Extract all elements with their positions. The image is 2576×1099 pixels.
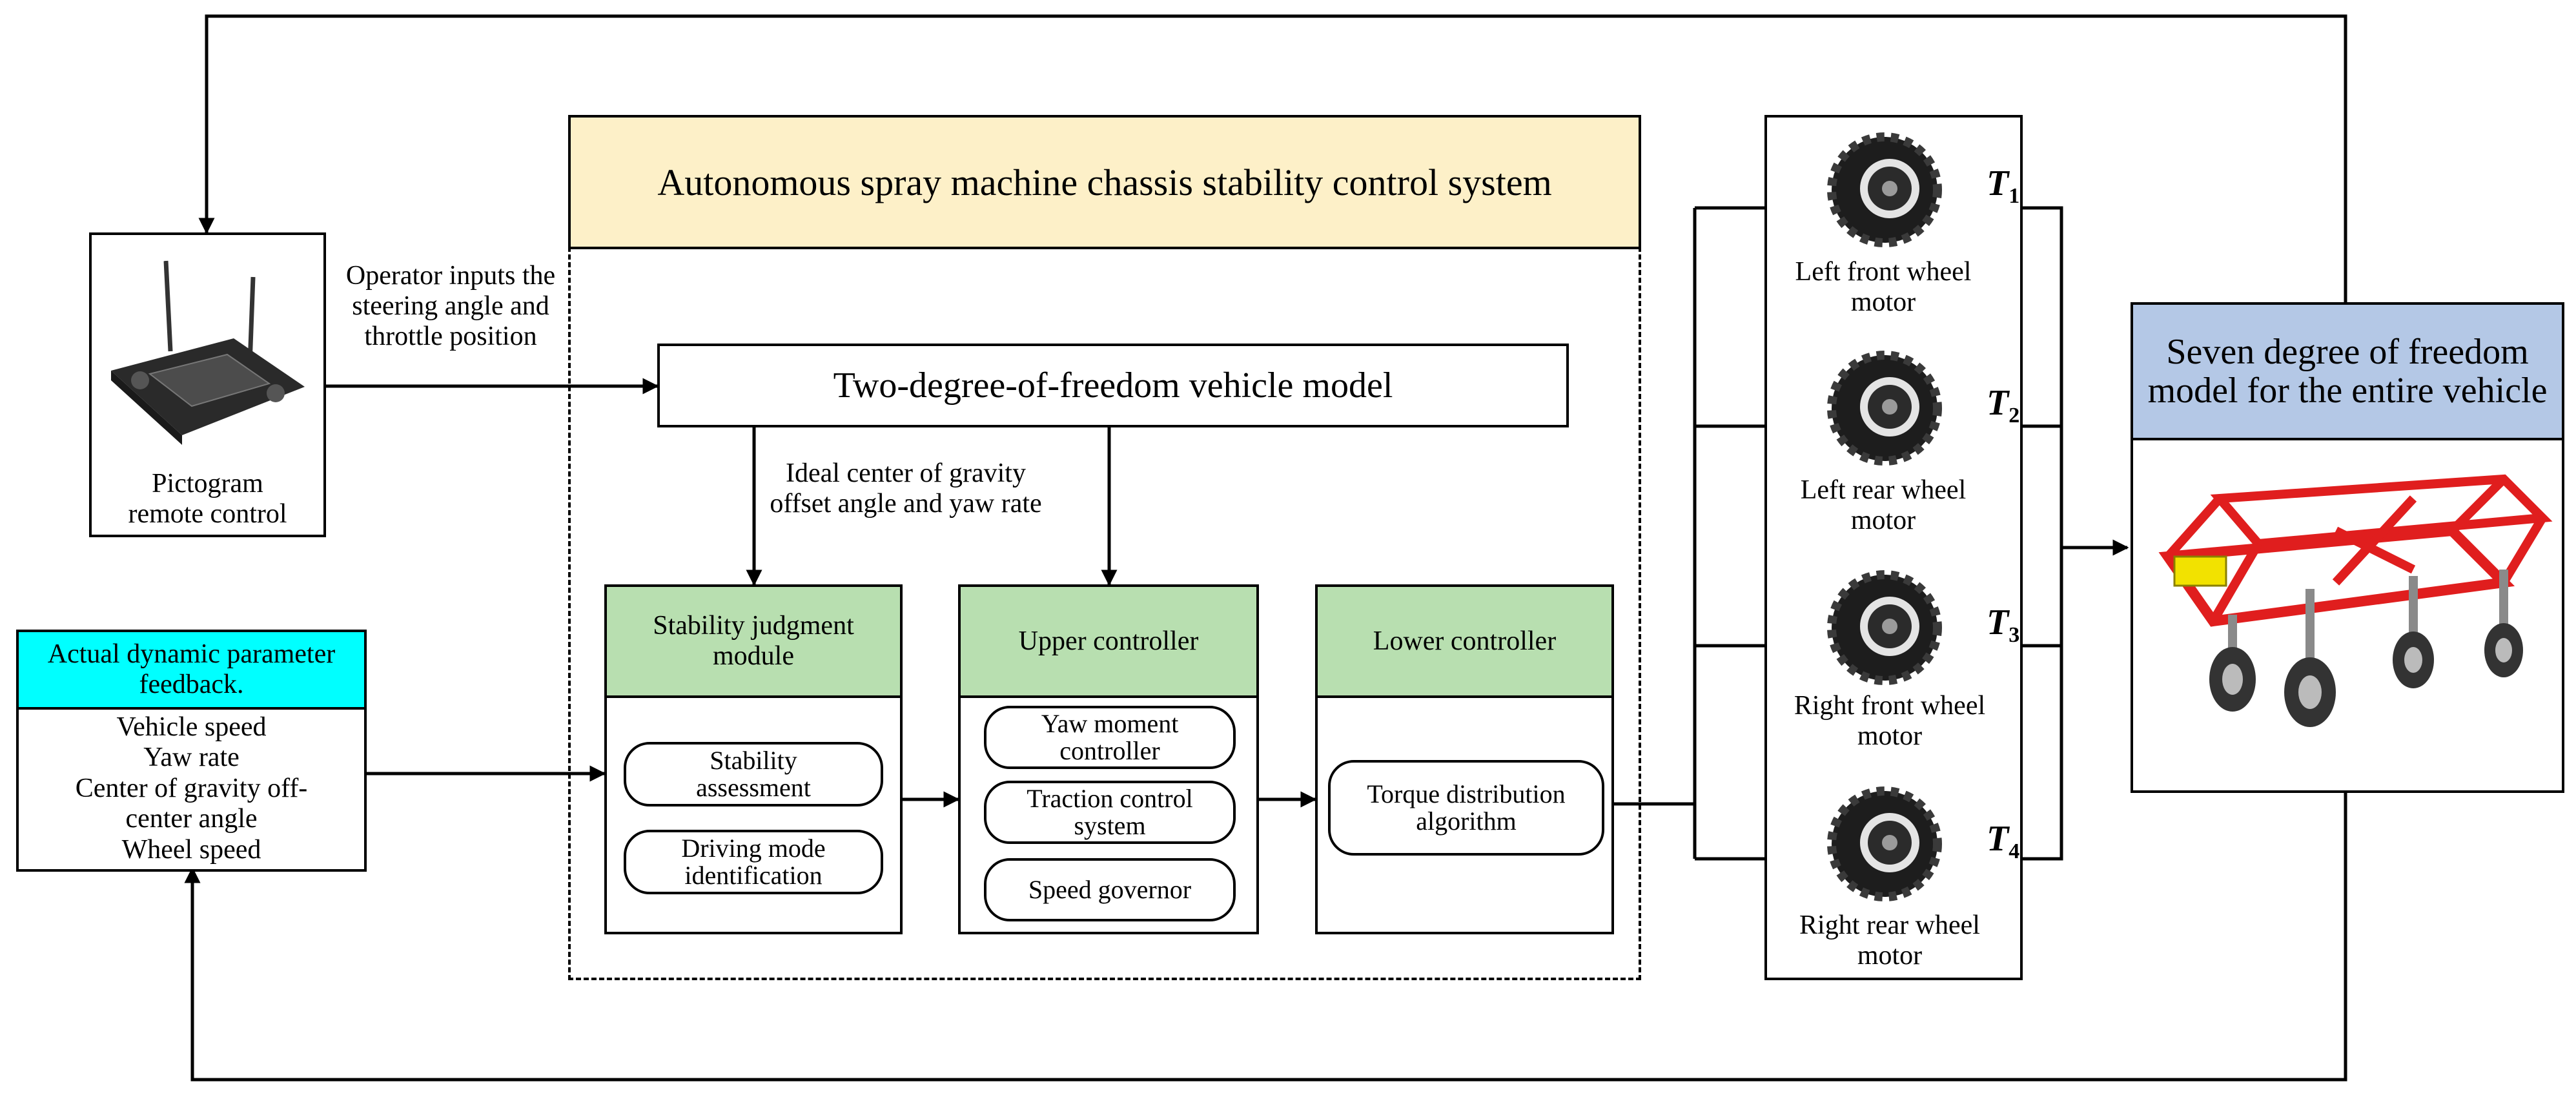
- upper-controller-box: Upper controller Yaw moment controller T…: [958, 584, 1259, 934]
- wheel-motor-icon: [1827, 351, 1942, 466]
- remote-control-box: Pictogram remote control: [89, 232, 326, 537]
- two-dof-model-label: Two-degree-of-freedom vehicle model: [833, 365, 1393, 406]
- motors-column-box: T1 Left front wheel motor T2 Left rear w…: [1764, 115, 2023, 980]
- yaw-moment-item: Yaw moment controller: [984, 706, 1236, 769]
- stability-assessment-item: Stability assessment: [624, 742, 883, 806]
- remote-control-label: Pictogram remote control: [128, 469, 287, 529]
- feedback-header: Actual dynamic parameter feedback.: [19, 632, 364, 710]
- feedback-item: Center of gravity off-center angle: [75, 773, 308, 834]
- seven-dof-header: Seven degree of freedom model for the en…: [2133, 305, 2562, 440]
- torque-distribution-item: Torque distribution algorithm: [1328, 760, 1604, 856]
- stability-module-box: Stability judgment module Stability asse…: [604, 584, 903, 934]
- driving-mode-item: Driving mode identification: [624, 830, 883, 894]
- torque-label: T2: [1987, 383, 2020, 428]
- torque-label: T1: [1987, 163, 2020, 209]
- feedback-box: Actual dynamic parameter feedback. Vehic…: [16, 630, 367, 872]
- main-system-title: Autonomous spray machine chassis stabili…: [568, 115, 1641, 249]
- motor-label: Left rear wheel motor: [1800, 475, 1967, 536]
- ideal-center-note: Ideal center of gravity offset angle and…: [770, 458, 1042, 519]
- feedback-item: Vehicle speed: [116, 712, 267, 742]
- operator-inputs-note: Operator inputs the steering angle and t…: [345, 261, 556, 352]
- motor-label: Left front wheel motor: [1795, 257, 1972, 318]
- feedback-list: Vehicle speed Yaw rate Center of gravity…: [19, 712, 364, 865]
- wheel-motor-icon: [1827, 570, 1942, 685]
- two-dof-model-box: Two-degree-of-freedom vehicle model: [657, 344, 1569, 427]
- upper-controller-header: Upper controller: [961, 587, 1256, 698]
- vehicle-chassis-icon: [2158, 474, 2553, 727]
- torque-label: T3: [1987, 602, 2020, 648]
- main-system-title-text: Autonomous spray machine chassis stabili…: [657, 161, 1552, 203]
- torque-label: T4: [1987, 819, 2020, 864]
- speed-governor-item: Speed governor: [984, 858, 1236, 921]
- wheel-motor-icon: [1827, 786, 1942, 901]
- bottom-loop-line: [184, 793, 2347, 1082]
- lower-controller-header: Lower controller: [1318, 587, 1611, 698]
- lower-controller-box: Lower controller Torque distribution alg…: [1315, 584, 1614, 934]
- traction-control-item: Traction control system: [984, 781, 1236, 844]
- motor-label: Right rear wheel motor: [1799, 910, 1980, 971]
- remote-control-icon: [111, 260, 305, 445]
- motor-label: Right front wheel motor: [1794, 691, 1986, 752]
- wheel-motor-icon: [1827, 132, 1942, 247]
- feedback-item: Yaw rate: [143, 743, 240, 773]
- stability-module-header: Stability judgment module: [607, 587, 900, 698]
- seven-dof-box: Seven degree of freedom model for the en…: [2131, 302, 2564, 793]
- lower-to-motors-line: [1614, 208, 1697, 859]
- feedback-item: Wheel speed: [121, 834, 261, 865]
